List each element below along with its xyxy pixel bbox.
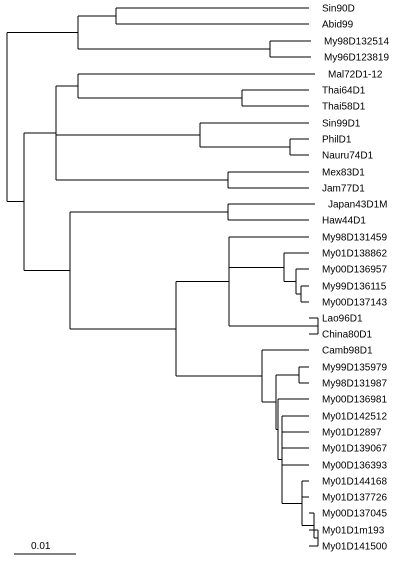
leaf-label: My01D138862	[322, 249, 387, 260]
leaf-label: Jam77D1	[322, 184, 365, 195]
leaf-label: My00D137045	[322, 509, 387, 520]
tree-branches	[6, 7, 319, 547]
leaf-label: My00D136393	[322, 461, 387, 472]
scale-bar: 0.01	[14, 541, 76, 555]
leaf-label: My98D131987	[322, 379, 387, 390]
leaf-label: My01D144168	[322, 477, 387, 488]
leaf-label: My01D139067	[322, 444, 387, 455]
leaf-label: My01D142512	[322, 412, 387, 423]
leaf-label: Lao96D1	[322, 314, 363, 325]
leaf-label: My01D1m193	[322, 526, 385, 537]
leaf-label: Sin90D	[322, 4, 355, 15]
leaf-label: Camb98D1	[322, 346, 373, 357]
leaf-label: Mal72D1-12	[328, 70, 383, 81]
leaf-label: My01D12897	[322, 428, 382, 439]
leaf-label: Haw44D1	[322, 216, 366, 227]
leaf-label: My98D132514	[324, 37, 389, 48]
leaf-label: China80D1	[322, 330, 372, 341]
scale-bar-label: 0.01	[31, 541, 51, 552]
leaf-label: Mex83D1	[322, 168, 365, 179]
leaf-labels: Sin90D Abid99My98D132514My96D123819Mal72D…	[322, 4, 389, 553]
leaf-label: My00D136981	[322, 395, 387, 406]
leaf-label: Nauru74D1	[322, 151, 374, 162]
leaf-label: Abid99	[322, 20, 354, 31]
leaf-label: Thai64D1	[322, 86, 366, 97]
leaf-label: My01D137726	[322, 493, 387, 504]
leaf-label: My96D123819	[324, 53, 389, 64]
leaf-label: My99D135979	[322, 363, 387, 374]
leaf-label: My99D136115	[322, 282, 387, 293]
leaf-label: Thai58D1	[322, 102, 366, 113]
leaf-label: My98D131459	[322, 233, 387, 244]
leaf-label: My00D136957	[322, 265, 387, 276]
leaf-label: My01D141500	[322, 542, 387, 553]
leaf-label: Sin99D1	[322, 119, 361, 130]
leaf-label: Japan43D1M	[328, 200, 387, 211]
leaf-label: PhilD1	[322, 135, 352, 146]
leaf-label: My00D137143	[322, 298, 387, 309]
